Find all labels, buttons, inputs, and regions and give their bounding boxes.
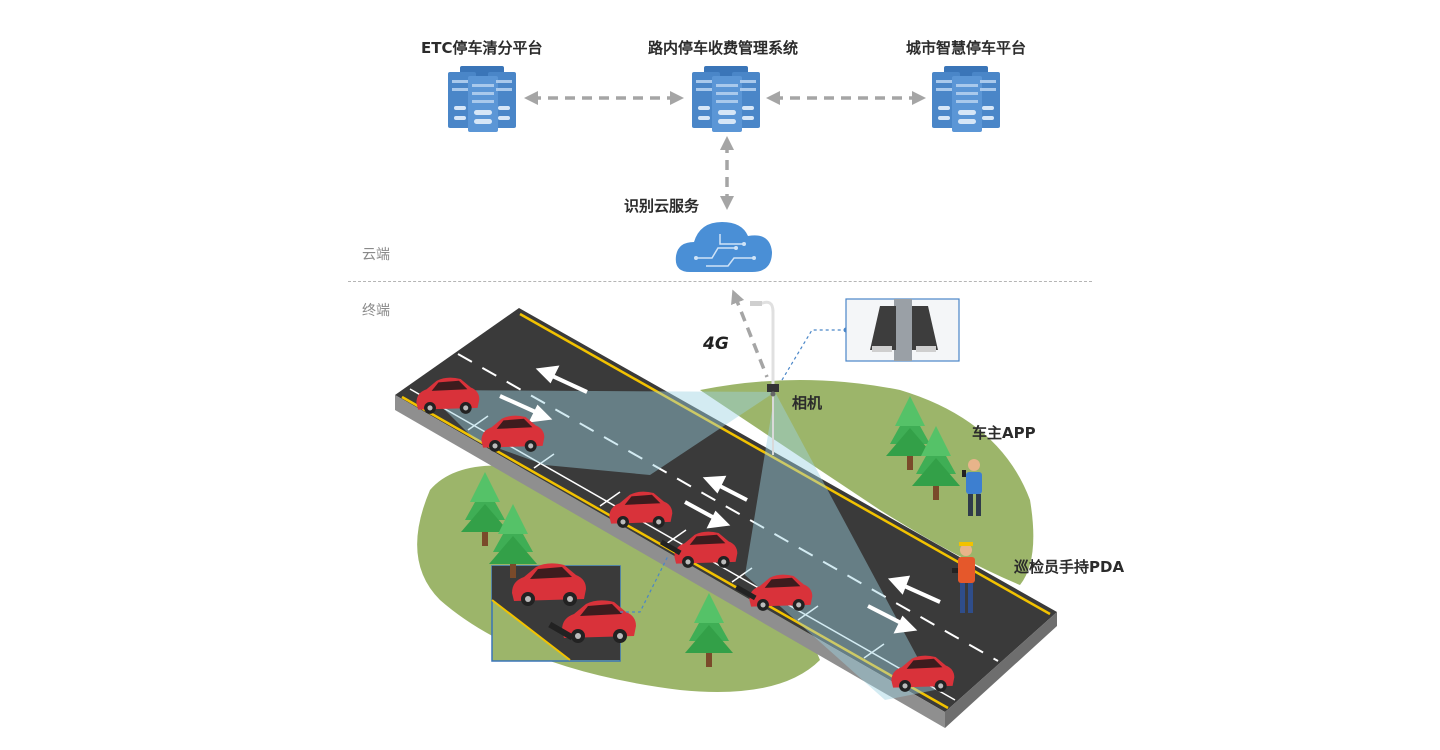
road-curb: [395, 395, 945, 728]
cloud-zone-label: 云端: [362, 247, 390, 263]
road-surface: [395, 308, 1057, 712]
inspector-person-icon: [952, 542, 975, 613]
camera-detail-inset: [845, 298, 960, 362]
4g-uplink-arrow: [731, 289, 769, 378]
ground-sensor-detail-inset: [491, 563, 636, 662]
city-platform-server-icon: [932, 66, 1000, 132]
etc-platform-label: ETC停车清分平台: [421, 39, 543, 57]
road-parking-system-server-icon: [692, 66, 760, 132]
cloud-icon: [675, 222, 772, 272]
cloud-service-label: 识别云服务: [624, 197, 700, 215]
owner-app-label: 车主APP: [972, 424, 1036, 442]
inspector-pda-label: 巡检员手持PDA: [1014, 558, 1125, 576]
city-platform-label: 城市智慧停车平台: [906, 39, 1027, 57]
camera-field-left: [425, 390, 775, 475]
etc-platform-server-icon: [448, 66, 516, 132]
4g-label: 4G: [703, 334, 729, 354]
terminal-zone-label: 终端: [362, 303, 390, 319]
car-owner-person-icon: [962, 459, 982, 516]
camera-icon: [767, 384, 779, 397]
camera-pole: [750, 300, 775, 455]
grass-area-right: [700, 380, 1034, 585]
zone-divider: [348, 281, 1092, 282]
camera-field-right: [745, 392, 935, 700]
road-parking-system-label: 路内停车收费管理系统: [648, 39, 799, 57]
camera-label: 相机: [792, 394, 823, 412]
